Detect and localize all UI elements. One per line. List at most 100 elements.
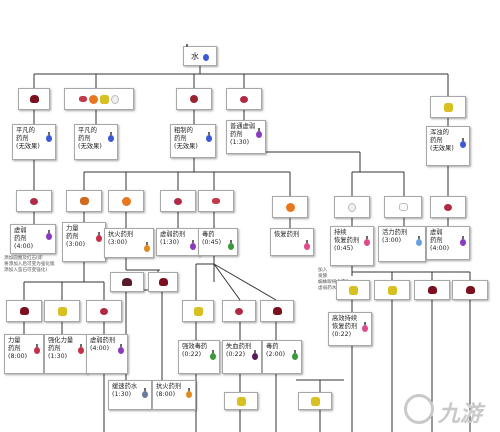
watermark-circle-icon (404, 394, 434, 424)
potion-thick: 浑浊的 药剂 (无效果) (426, 126, 470, 166)
watermark-logo: 九游 (404, 392, 496, 428)
ingredient-fermented-eye-r (430, 196, 466, 218)
potion-poison: 毒药 (0:45) (198, 228, 238, 256)
glistering-melon-icon (100, 94, 109, 104)
potion-harming: 失血药剂 (0:22) (222, 340, 262, 374)
ingredient-spider-eye (198, 190, 234, 212)
nether-wart-icon (190, 95, 198, 103)
potion-bottle-icon (206, 132, 212, 142)
potion-bottle-icon (203, 54, 209, 61)
potion-bottle-icon (144, 242, 150, 252)
note-left: 添加圆圈及红石(即 将添加入后可变为强化版 添加入萤石可变强化) (4, 256, 55, 273)
potion-strength-long-text: 力量 药剂 (8:00) (8, 337, 28, 360)
mushroom-icon (122, 278, 132, 286)
potion-poison-long-text: 毒药 (2:00) (266, 343, 286, 358)
ingredient-fermented-eye-l (16, 190, 52, 212)
ingredient-redstone-d (414, 280, 450, 300)
ingredient-blaze-powder (66, 190, 102, 212)
potion-weakness-base-text: 普通虚弱 药剂 (1:30) (230, 123, 256, 146)
redstone-icon (465, 286, 475, 294)
potion-swiftness: 活力药剂 (3:00) (378, 226, 426, 262)
potion-bottle-icon (186, 388, 192, 398)
potion-weakness-mid: 虚弱药剂 (1:30) (156, 228, 200, 256)
water-root-node: 水 (183, 46, 217, 66)
blaze-powder-icon (79, 197, 89, 205)
potion-fire-resistance-long: 抗火药剂 (8:00) (152, 380, 196, 410)
potion-bottle-icon (256, 128, 262, 138)
ingredient-fermented-eye-b (222, 300, 256, 322)
ingredient-fermented-eye-m (160, 190, 196, 212)
ingredient-ghast-tear (334, 196, 370, 218)
potion-awkward: 粗制的 药剂 (无效果) (170, 124, 216, 158)
redstone-icon (29, 95, 39, 103)
note-right: 加入 发酵 蜘蛛眼将会变为 虚弱药水 (318, 268, 351, 291)
potion-bottle-icon (252, 350, 258, 360)
potion-fire-resistance-long-text: 抗火药剂 (8:00) (156, 383, 182, 398)
potion-swiftness-text: 活力药剂 (3:00) (382, 229, 408, 244)
potion-bottle-icon (46, 132, 52, 142)
potion-regeneration: 持续 恢复药剂 (0:45) (330, 226, 374, 266)
glistering-melon-icon (285, 202, 295, 212)
water-label: 水 (191, 51, 199, 61)
potion-bottle-icon (460, 138, 466, 148)
glowstone-dust-icon (387, 285, 397, 295)
ingredient-redstone-e (452, 280, 488, 300)
potion-healing-text: 恢复药剂 (274, 231, 300, 238)
potion-bottle-icon (190, 240, 196, 250)
potion-bottle-icon (34, 344, 40, 354)
ingredient-redstone-b (148, 272, 178, 292)
ingredient-glowstone-d (374, 280, 410, 300)
spider-eye-icon (79, 96, 87, 102)
potion-bottle-icon (108, 132, 114, 142)
spider-eye-icon (212, 198, 220, 204)
potion-poison-text: 毒药 (0:45) (202, 231, 222, 246)
fermented-spider-eye-icon (444, 203, 452, 211)
ingredient-mushroom (110, 272, 144, 292)
potion-weakness-left-text: 虚弱 药剂 (4:00) (14, 227, 34, 250)
potion-strength-2-text: 强化力量 药剂 (1:30) (48, 337, 74, 360)
potion-healing: 恢复药剂 (270, 228, 314, 256)
fermented-spider-eye-icon (240, 95, 248, 103)
ghast-tear-icon (111, 94, 119, 104)
ghast-tear-icon (348, 202, 356, 212)
potion-strength-long: 力量 药剂 (8:00) (4, 334, 44, 374)
potion-bottle-icon (210, 350, 216, 360)
fermented-spider-eye-icon (30, 197, 38, 205)
potion-weakness-left: 虚弱 药剂 (4:00) (10, 224, 56, 254)
potion-bottle-icon (416, 236, 422, 246)
potion-strength-2: 强化力量 药剂 (1:30) (44, 334, 88, 374)
potion-weakness-right: 虚弱 药剂 (4:00) (426, 226, 470, 260)
redstone-icon (19, 307, 29, 315)
potion-bottle-icon (118, 344, 124, 354)
potion-weakness-mid-text: 虚弱药剂 (1:30) (160, 231, 186, 246)
ingredient-glowstone-c (336, 280, 370, 300)
potion-regeneration-2: 高效持续 恢复药剂 (0:22) (328, 312, 372, 346)
potion-fire-resistance: 抗火药剂 (3:00) (104, 228, 154, 258)
glowstone-dust-icon (348, 285, 358, 295)
ingredient-group-mundane (64, 88, 134, 110)
potion-bottle-icon (78, 344, 84, 354)
potion-strength-text: 力量 药剂 (3:00) (66, 225, 86, 248)
ingredient-glowstone-b (182, 300, 214, 322)
potion-bottle-icon (142, 388, 148, 398)
redstone-icon (158, 278, 168, 286)
potion-bottle-icon (96, 232, 102, 242)
magma-cream-icon (121, 196, 131, 206)
potion-poison-2-text: 强效毒药 (0:22) (182, 343, 208, 358)
potion-mundane-text: 平凡的 药剂 (无效果) (16, 127, 40, 150)
glowstone-dust-icon (193, 306, 203, 316)
potion-slowness-text: 缓速药水 (1:30) (112, 383, 138, 398)
ingredient-redstone-c (260, 300, 294, 322)
potion-regeneration-text: 持续 恢复药剂 (0:45) (334, 229, 360, 252)
magma-cream-icon (89, 94, 98, 104)
sugar-icon (398, 203, 408, 211)
potion-strength: 力量 药剂 (3:00) (62, 222, 106, 262)
potion-mundane: 平凡的 药剂 (无效果) (12, 124, 56, 160)
ingredient-fermented-eye-a (86, 300, 122, 322)
fermented-spider-eye-icon (100, 307, 108, 315)
potion-harming-text: 失血药剂 (0:22) (226, 343, 252, 358)
potion-bottle-icon (364, 236, 370, 246)
ingredient-redstone (18, 88, 50, 110)
